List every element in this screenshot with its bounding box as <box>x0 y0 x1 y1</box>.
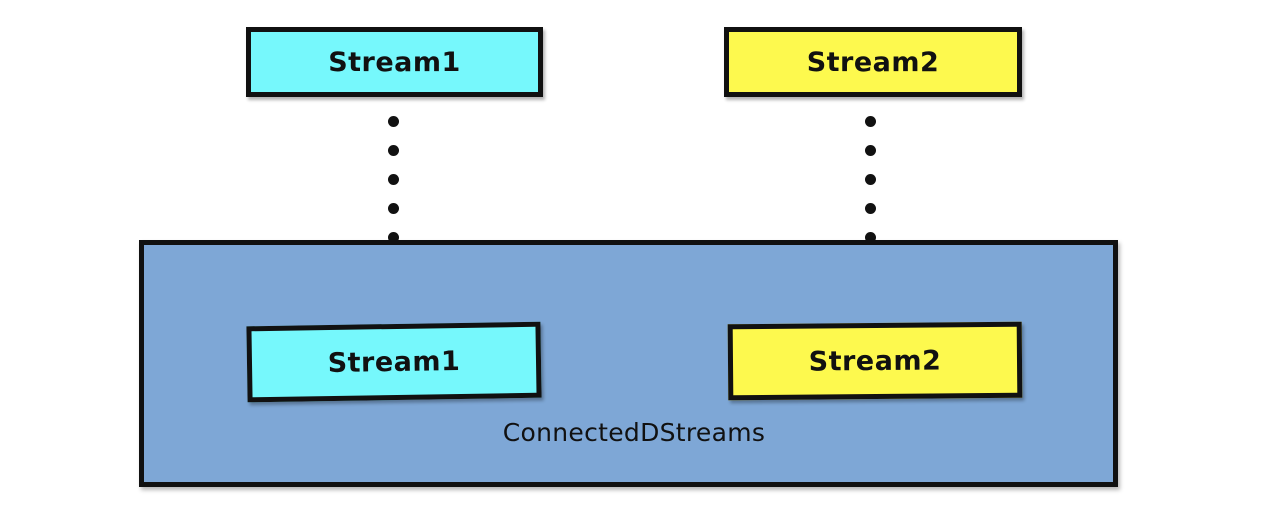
node-stream2-source-label: Stream2 <box>806 46 940 78</box>
node-stream2-source[interactable]: Stream2 <box>724 27 1022 97</box>
connector-dot <box>388 203 399 214</box>
node-stream1-inner-label: Stream1 <box>327 345 461 379</box>
connector-dot <box>388 116 399 127</box>
connector-dot <box>865 145 876 156</box>
node-stream2-inner[interactable]: Stream2 <box>727 321 1023 401</box>
connector-dot <box>865 232 876 243</box>
container-label: ConnectedDStreams <box>502 418 766 447</box>
connector-dot <box>865 174 876 185</box>
connector-dot <box>388 174 399 185</box>
node-stream1-inner[interactable]: Stream1 <box>246 321 542 403</box>
node-stream1-source[interactable]: Stream1 <box>246 27 543 97</box>
connector-dot <box>388 232 399 243</box>
connector-dot <box>865 203 876 214</box>
node-stream1-source-label: Stream1 <box>328 46 461 78</box>
connector-dot <box>388 145 399 156</box>
node-stream2-inner-label: Stream2 <box>808 344 942 378</box>
connector-dot <box>865 116 876 127</box>
